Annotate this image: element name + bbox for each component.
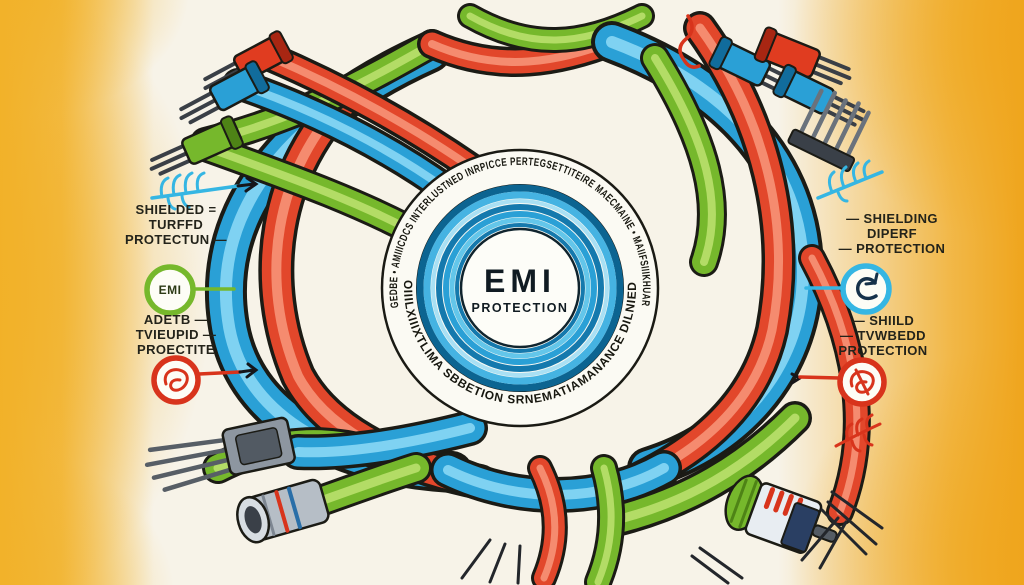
label-right-top: — SHIELDING DIPERF — PROTECTION	[822, 211, 962, 256]
connector-red-top-right	[753, 26, 852, 86]
centre-disc	[459, 227, 581, 349]
label-left-middle: ADETB — TVIEUPID — PROECTITE	[108, 312, 244, 357]
red-fishbone-icon	[834, 413, 882, 453]
label-line: TVIEUPID —	[135, 326, 217, 342]
cable-blue-to-bl-connector	[280, 410, 488, 471]
label-line: TURFFD	[148, 216, 204, 232]
label-line: — PROTECTION	[838, 240, 946, 256]
label-right-middle: — SHIILD — TVWBEDD PROTECTION	[818, 313, 948, 358]
red-scribble-circle-icon	[151, 355, 259, 405]
fishbone-arrow-icon-right	[816, 159, 884, 203]
emi-badge-icon	[144, 264, 236, 316]
connector-pin-comb-top-right	[787, 88, 871, 173]
label-line: PROECTITE	[137, 341, 215, 357]
cable-tangle	[190, 3, 871, 585]
cable-blue-tl	[222, 68, 466, 208]
centre-subtitle: PROTECTION	[472, 301, 569, 315]
wire-tips-red-right	[800, 516, 848, 570]
label-line: PROTECTUN —	[125, 231, 227, 247]
annotation-icons	[144, 159, 892, 453]
emi-coil-ring: EMI PROTECTION GEDBE • AMIIICDCS INTERLU…	[380, 148, 660, 428]
fishbone-arrow-icon	[150, 171, 259, 211]
label-line: ADETB —	[143, 312, 209, 327]
connector-blue-top-left	[179, 60, 270, 125]
cable-green-right	[640, 43, 727, 277]
label-line: — SHIELDING	[846, 211, 938, 226]
label-line: PROTECTION	[838, 342, 928, 358]
label-line: SHIELDED =	[135, 202, 217, 217]
coil-spiral	[416, 184, 624, 392]
red-scribble-circle-icon-right	[790, 357, 887, 407]
connector-cylinder-bottom-left	[236, 478, 330, 544]
wire-tips-bottom-right	[690, 490, 884, 585]
connector-rj-bottom-right	[724, 474, 838, 554]
wire-tips-bottom-centre	[460, 538, 522, 585]
label-line: DIPERF	[866, 225, 918, 241]
cable-green-bottom-centre	[584, 454, 626, 585]
hook-circle-icon	[804, 263, 892, 315]
label-left-top: SHIELDED = TURFFD PROTECTUN —	[108, 202, 244, 247]
centre-title: EMI	[484, 263, 556, 299]
label-line: — TVWBEDD	[840, 327, 926, 343]
cable-red-right-wrap	[623, 11, 796, 495]
cable-green-bottom-right	[599, 401, 812, 537]
cable-red-bottom-centre	[527, 455, 568, 585]
emi-badge-label: EMI	[159, 283, 182, 297]
connectors	[144, 14, 884, 585]
red-squiggle-wire	[678, 14, 701, 69]
connector-green-top-left	[149, 115, 244, 176]
connector-pin-block-bottom-left	[144, 416, 296, 492]
cable-red-tl	[253, 41, 487, 183]
label-line: — SHIILD	[851, 313, 915, 328]
